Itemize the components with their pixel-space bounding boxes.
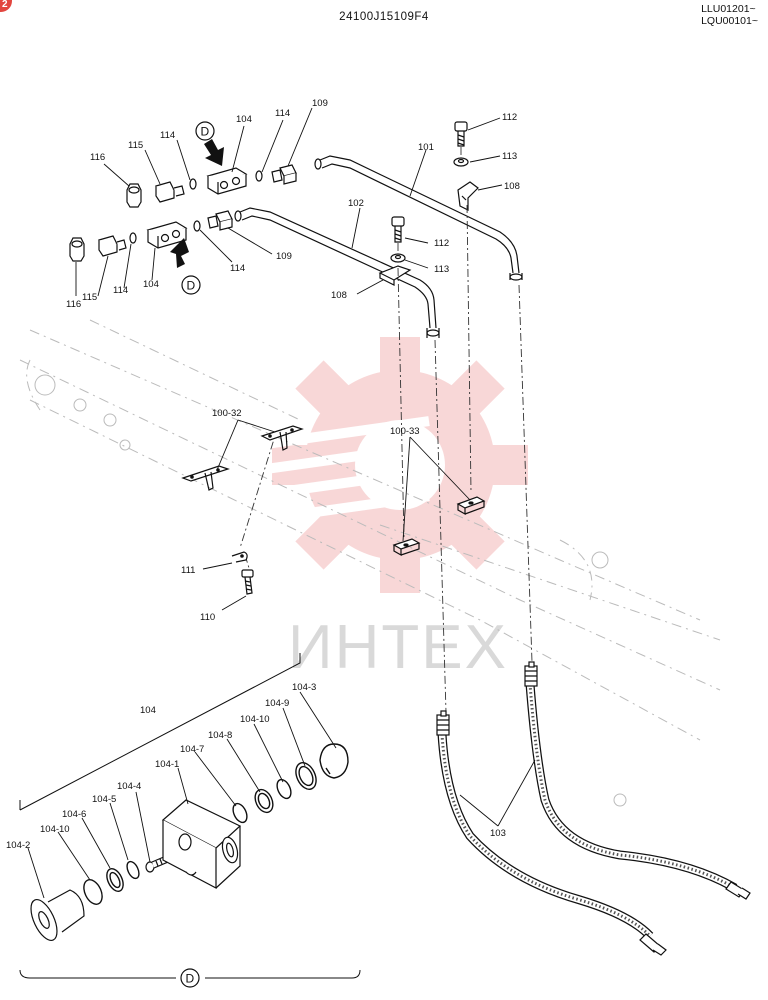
- view-d-marker-lower-letter: D: [187, 279, 196, 293]
- plate-100-33-lower: [392, 538, 421, 557]
- frame-ghost-holes: [34, 374, 627, 807]
- label-104-4: 104-4: [117, 781, 141, 792]
- label-114-upper-b: 114: [275, 108, 290, 119]
- label-112-upper: 112: [502, 112, 517, 123]
- serial-range-1: LLU01201~: [701, 3, 756, 15]
- label-111: 111: [181, 565, 195, 576]
- label-103: 103: [490, 828, 506, 839]
- label-110: 110: [200, 612, 215, 623]
- detail-d-caption-marker: [180, 968, 200, 988]
- pipe-102: [234, 207, 440, 338]
- view-d-marker-upper-letter: D: [201, 125, 210, 139]
- adapter-109-upper: [271, 164, 297, 185]
- label-100-32: 100-32: [212, 408, 242, 419]
- label-115-lower: 115: [82, 292, 97, 303]
- serial-range: LLU01201~ LQU00101~: [701, 3, 758, 27]
- plate-100-33-upper: [456, 496, 486, 516]
- bolt-110: [241, 569, 254, 595]
- label-104-6: 104-6: [62, 809, 86, 820]
- label-109-upper: 109: [312, 98, 328, 109]
- adapter-109-lower: [207, 210, 233, 231]
- bolt-112-lower: [391, 216, 405, 243]
- label-104-10-a: 104-10: [40, 824, 70, 835]
- hose-103-left: [436, 710, 667, 956]
- part-104-8-ring: [254, 788, 274, 814]
- part-104-10-ring-b: [276, 778, 292, 800]
- label-102: 102: [348, 198, 364, 209]
- detail-d-bracket-lines: [19, 653, 361, 979]
- washer-113-upper: [453, 157, 469, 167]
- bracket-100-32-upper: [260, 425, 304, 451]
- nut-116-lower: [69, 237, 85, 262]
- part-104-5-ring: [126, 860, 140, 880]
- clip-111: [231, 551, 248, 563]
- oring-114-upper-b: [255, 170, 263, 182]
- label-115-upper: 115: [128, 140, 143, 151]
- view-d-arrow-lower: [170, 238, 189, 268]
- label-104-9: 104-9: [265, 698, 289, 709]
- nut-116-upper: [126, 183, 142, 208]
- block-104-upper: [206, 167, 248, 195]
- label-109-lower: 109: [276, 251, 292, 262]
- view-d-marker-lower: [181, 275, 201, 295]
- adapter-115-lower: [98, 235, 127, 257]
- bolt-112-upper: [454, 121, 468, 147]
- block-104-lower: [146, 221, 188, 249]
- label-104-7: 104-7: [180, 744, 204, 755]
- label-104-upper: 104: [236, 114, 252, 125]
- label-104-3: 104-3: [292, 682, 316, 693]
- clamp-108-lower: [378, 265, 412, 286]
- part-104-1-body: [161, 799, 242, 889]
- washer-113-lower: [390, 253, 406, 263]
- part-104-3-snapring: [319, 743, 349, 779]
- label-104-8: 104-8: [208, 730, 232, 741]
- clamp-108-upper: [457, 181, 479, 211]
- label-104-lower: 104: [143, 279, 159, 290]
- label-116-upper: 116: [90, 152, 105, 163]
- label-100-33: 100-33: [390, 426, 420, 437]
- oring-114-upper-a: [189, 178, 197, 190]
- pipe-101: [314, 155, 523, 281]
- label-104-1: 104-1: [155, 759, 179, 770]
- label-104-detail: 104: [140, 705, 156, 716]
- frame-ghost-outline: [19, 319, 721, 741]
- part-104-7-ring: [232, 802, 248, 824]
- oring-114-lower-a: [129, 232, 137, 244]
- label-113-lower: 113: [434, 264, 449, 275]
- part-104-6-ring: [106, 868, 124, 892]
- label-108-lower: 108: [331, 290, 347, 301]
- hose-103-right: [524, 661, 751, 900]
- part-104-9-ring: [295, 762, 317, 790]
- label-113-upper: 113: [502, 151, 517, 162]
- view-d-arrow-upper: [204, 139, 224, 166]
- label-114-upper-a: 114: [160, 130, 175, 141]
- label-101: 101: [418, 142, 434, 153]
- label-114-lower-b: 114: [230, 263, 245, 274]
- view-d-marker-upper: [195, 121, 215, 141]
- diagram-code: 24100J15109F4: [339, 11, 429, 23]
- serial-range-2: LQU00101~: [701, 15, 758, 27]
- watermark-text: ИНТЕХ: [288, 613, 508, 682]
- label-112-lower: 112: [434, 238, 449, 249]
- oring-114-lower-b: [193, 220, 201, 232]
- detail-d-caption-letter: D: [186, 972, 195, 986]
- label-116-lower: 116: [66, 299, 81, 310]
- label-104-2: 104-2: [6, 840, 30, 851]
- label-104-10-b: 104-10: [240, 714, 270, 725]
- leader-lines: [27, 107, 536, 899]
- part-104-2-plug: [30, 889, 85, 941]
- adapter-115-upper: [155, 181, 185, 203]
- part-104-10-ring-a: [83, 879, 103, 905]
- label-108-upper: 108: [504, 181, 520, 192]
- callout-labels: 116 115 114 104 114 109 116 115 114 104 …: [6, 98, 520, 851]
- bracket-100-32-lower: [181, 465, 230, 491]
- label-114-lower-a: 114: [113, 285, 128, 296]
- label-104-5: 104-5: [92, 794, 116, 805]
